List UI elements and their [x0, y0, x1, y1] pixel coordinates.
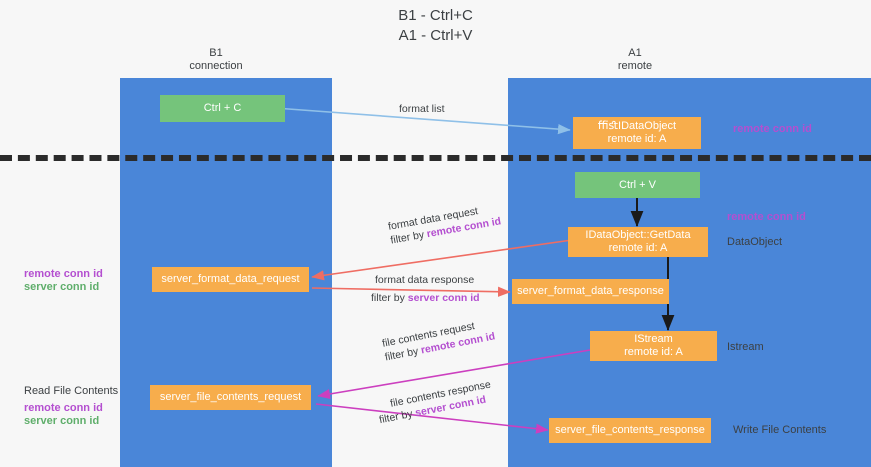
box-getdata-title: IDataObject::GetData [585, 229, 691, 241]
box-idataobject[interactable]: ﬃﬆIDataObject remote id: A [573, 117, 701, 149]
edge-label-format-data-response-text: format data response [375, 274, 475, 286]
box-server-file-contents-request[interactable]: server_file_contents_request [150, 385, 311, 410]
box-ctrl-c-label: Ctrl + C [203, 102, 242, 114]
edge-label-format-data-response: format data response filter by server co… [371, 273, 480, 305]
box-server-format-data-request-label: server_format_data_request [161, 273, 300, 285]
column-header-b1: B1 connection [189, 47, 243, 72]
edge-label-file-contents-response: file contents response filter by server … [378, 378, 495, 426]
box-ctrl-v-label: Ctrl + V [619, 178, 656, 191]
side-label-dataobject: DataObject [727, 236, 783, 248]
side-label-remote-conn-id-mid: remote conn id [727, 211, 806, 223]
edge-label-file-contents-response-filter-prefix: filter by [378, 407, 417, 427]
box-ctrl-c[interactable]: Ctrl + C [160, 95, 285, 122]
side-label-left-remote-conn-id: remote conn id [24, 268, 103, 280]
side-label-left-server-conn-id: server conn id [24, 281, 100, 293]
column-header-a1: A1 remote [617, 47, 653, 72]
box-istream-title: IStream [634, 333, 673, 345]
box-server-file-contents-response[interactable]: server_file_contents_response [549, 418, 711, 443]
side-label-remote-conn-id-top: remote conn id [733, 123, 812, 135]
diagram-title: B1 - Ctrl+C A1 - Ctrl+V [398, 7, 473, 44]
side-label-left-server-conn-id-2: server conn id [24, 415, 100, 427]
side-label-write-file-contents: Write File Contents [733, 424, 827, 436]
box-server-file-contents-response-label: server_file_contents_response [555, 424, 705, 436]
box-istream-subtitle: remote id: A [624, 346, 683, 358]
box-server-format-data-response-label: server_format_data_response [517, 285, 664, 297]
edge-label-format-list-text: format list [399, 103, 445, 115]
edge-label-file-contents-request: file contents request filter by remote c… [381, 316, 496, 365]
edge-label-format-data-request: format data request filter by remote con… [387, 201, 502, 248]
box-idataobject-getdata[interactable]: IDataObject::GetData remote id: A [568, 227, 708, 257]
edge-label-format-data-response-filter-prefix: filter by [371, 292, 408, 304]
box-ctrl-v[interactable]: Ctrl + V [575, 172, 700, 198]
divider-dashed-line [0, 155, 871, 161]
edge-label-format-data-response-filter-key: server conn id [407, 292, 480, 304]
box-idataobject-subtitle: remote id: A [607, 133, 667, 145]
box-server-file-contents-request-label: server_file_contents_request [159, 391, 302, 403]
side-label-read-file-contents: Read File Contents [24, 385, 119, 397]
edge-label-format-list: format list [399, 102, 445, 116]
side-label-left-remote-conn-id-2: remote conn id [24, 402, 103, 414]
box-server-format-data-request[interactable]: server_format_data_request [152, 267, 309, 292]
box-idataobject-title: ﬃﬆIDataObject [597, 120, 677, 132]
side-label-istream: Istream [727, 341, 764, 353]
box-istream[interactable]: IStream remote id: A [590, 331, 717, 361]
box-server-format-data-response[interactable]: server_format_data_response [512, 279, 669, 304]
box-getdata-subtitle: remote id: A [608, 242, 668, 254]
